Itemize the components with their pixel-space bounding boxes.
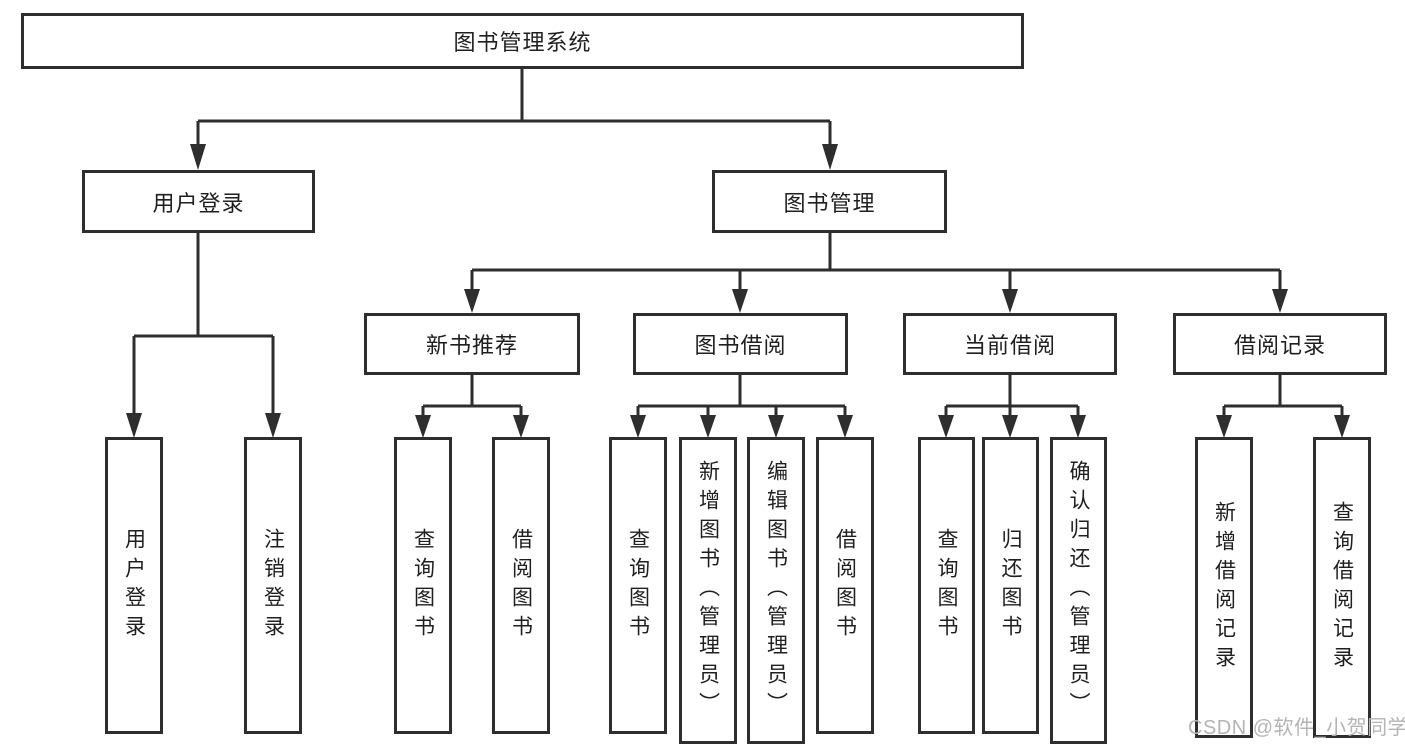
leaf-add-borrow-record: 新增借阅记录 <box>1195 437 1253 738</box>
node-book-borrow: 图书借阅 <box>633 313 848 375</box>
leaf-logout: 注销登录 <box>244 437 302 734</box>
leaf-confirm-return-admin: 确认归还（管理员） <box>1050 437 1107 744</box>
leaf-query-books-recommend: 查询图书 <box>394 437 452 734</box>
leaf-label: 用户登录 <box>122 527 146 644</box>
leaf-query-books-borrow: 查询图书 <box>609 437 667 734</box>
node-current-borrow: 当前借阅 <box>903 313 1117 375</box>
leaf-label: 查询图书 <box>626 527 650 644</box>
leaf-label: 新增借阅记录 <box>1212 500 1236 675</box>
node-library-system: 图书管理系统 <box>21 13 1024 69</box>
watermark: CSDN @软件_小贺同学 <box>1188 717 1405 739</box>
leaf-user-login: 用户登录 <box>105 437 163 734</box>
leaf-label: 归还图书 <box>999 527 1022 644</box>
leaf-label: 查询借阅记录 <box>1330 500 1354 675</box>
leaf-label: 借阅图书 <box>509 527 533 644</box>
leaf-label: 新增图书（管理员） <box>696 460 720 721</box>
leaf-query-borrow-record: 查询借阅记录 <box>1313 437 1371 738</box>
leaf-label: 查询图书 <box>935 527 958 644</box>
leaf-label: 查询图书 <box>411 527 435 644</box>
node-borrow-records: 借阅记录 <box>1173 313 1387 375</box>
leaf-add-book-admin: 新增图书（管理员） <box>679 437 737 744</box>
node-user-login: 用户登录 <box>82 170 315 233</box>
node-book-management: 图书管理 <box>712 170 947 233</box>
leaf-borrow-books-recommend: 借阅图书 <box>492 437 550 734</box>
leaf-edit-book-admin: 编辑图书（管理员） <box>747 437 805 744</box>
leaf-label: 确认归还（管理员） <box>1067 460 1090 721</box>
leaf-query-books-current: 查询图书 <box>918 437 975 734</box>
leaf-label: 注销登录 <box>261 527 285 644</box>
node-new-book-recommend: 新书推荐 <box>364 313 580 375</box>
leaf-label: 借阅图书 <box>833 527 857 644</box>
leaf-label: 编辑图书（管理员） <box>764 460 788 721</box>
leaf-return-book: 归还图书 <box>982 437 1039 734</box>
leaf-borrow-books-borrow: 借阅图书 <box>816 437 874 734</box>
